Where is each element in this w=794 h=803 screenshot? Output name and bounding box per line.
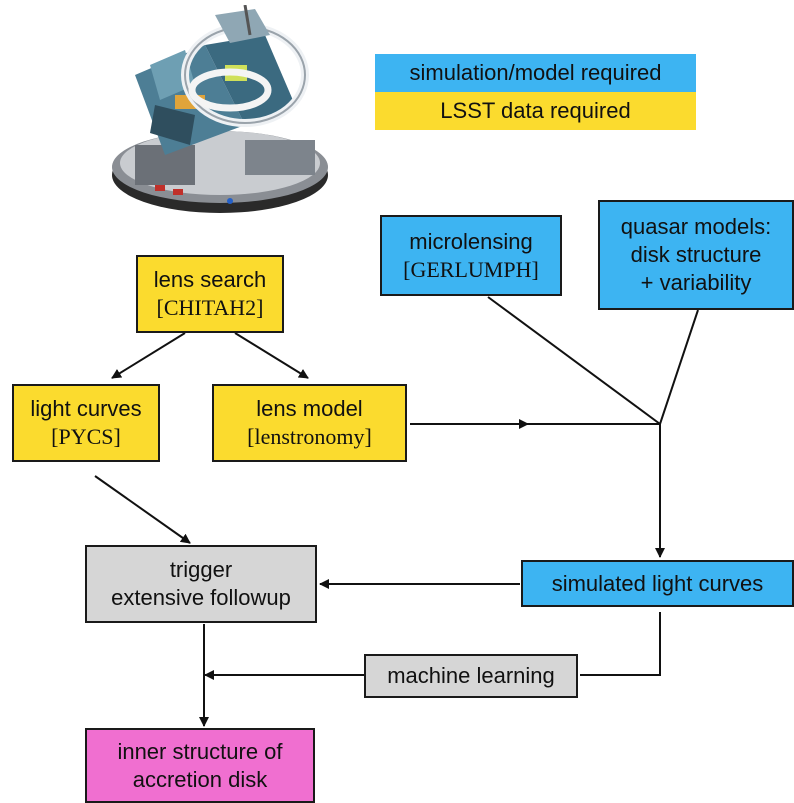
arrow-light-curves-to-trigger [94, 475, 191, 544]
node-lens-search: lens search [CHITAH2] [136, 255, 284, 333]
legend-simulation-label: simulation/model required [409, 60, 662, 85]
arrow-lens-search-to-lens-model [234, 332, 309, 379]
node-lens-search-title: lens search [153, 267, 267, 292]
node-trigger-line1: trigger [169, 557, 233, 582]
node-quasar-models: quasar models: disk structure + variabil… [598, 200, 794, 310]
node-light-curves-code: [PYCS] [51, 424, 121, 449]
node-machine-learning: machine learning [364, 654, 578, 698]
node-simulated-light-curves-title: simulated light curves [551, 570, 764, 596]
legend-simulation: simulation/model required [375, 54, 696, 92]
node-quasar-models-line1: quasar models: [620, 214, 772, 239]
node-quasar-models-line3: + variability [640, 270, 752, 295]
legend-lsst-label: LSST data required [440, 98, 631, 123]
legend-lsst: LSST data required [375, 92, 696, 130]
node-microlensing-code: [GERLUMPH] [403, 256, 539, 282]
telescope-icon [112, 5, 328, 213]
node-lens-search-code: [CHITAH2] [156, 295, 264, 320]
node-inner-structure: inner structure of accretion disk [85, 728, 315, 803]
line-quasar-to-junction [659, 309, 699, 425]
node-simulated-light-curves: simulated light curves [521, 560, 794, 607]
node-light-curves: light curves [PYCS] [12, 384, 160, 462]
node-lens-model-title: lens model [256, 396, 363, 421]
node-quasar-models-line2: disk structure [630, 242, 762, 267]
line-microlensing-to-junction [487, 296, 661, 425]
node-trigger-line2: extensive followup [111, 585, 291, 610]
line-simulated-to-machine-learning [580, 612, 661, 676]
node-machine-learning-title: machine learning [387, 663, 555, 688]
node-microlensing-title: microlensing [409, 228, 533, 254]
node-trigger-followup: trigger extensive followup [85, 545, 317, 623]
node-inner-structure-line1: inner structure of [117, 738, 283, 764]
node-microlensing: microlensing [GERLUMPH] [380, 215, 562, 296]
arrow-lens-search-to-light-curves [111, 332, 186, 379]
node-lens-model: lens model [lenstronomy] [212, 384, 407, 462]
node-light-curves-title: light curves [30, 396, 142, 421]
node-inner-structure-line2: accretion disk [132, 766, 268, 792]
node-lens-model-code: [lenstronomy] [247, 424, 372, 449]
